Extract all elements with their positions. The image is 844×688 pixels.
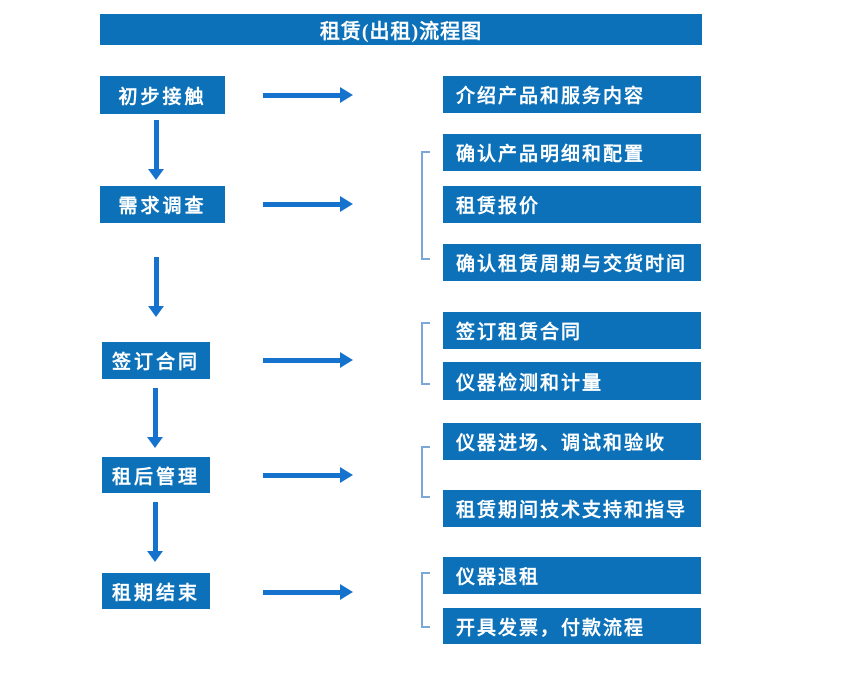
arrow-right-icon [263, 352, 353, 369]
detail-box-instrument-setup: 仪器进场、调试和验收 [443, 423, 701, 460]
step-box-rental-end: 租期结束 [102, 573, 210, 609]
group-bracket-icon [421, 572, 430, 628]
arrow-right-icon [263, 584, 353, 601]
detail-box-sign-rental-contract: 签订租赁合同 [443, 312, 701, 349]
detail-box-instrument-testing: 仪器检测和计量 [443, 362, 701, 400]
arrow-right-icon [263, 467, 353, 484]
arrow-right-icon [263, 196, 353, 213]
detail-box-invoice-payment: 开具发票，付款流程 [443, 608, 701, 644]
step-box-post-rental-management: 租后管理 [102, 457, 210, 493]
step-box-sign-contract: 签订合同 [102, 342, 210, 379]
detail-box-confirm-period-delivery: 确认租赁周期与交货时间 [443, 244, 701, 281]
step-box-demand-survey: 需求调查 [100, 186, 225, 223]
detail-box-instrument-return: 仪器退租 [443, 557, 701, 594]
detail-box-tech-support: 租赁期间技术支持和指导 [443, 490, 701, 527]
arrow-down-icon [148, 120, 165, 180]
detail-box-rental-quote: 租赁报价 [443, 186, 701, 223]
step-box-initial-contact: 初步接触 [100, 76, 225, 114]
arrow-down-icon [147, 502, 164, 562]
detail-box-confirm-product-config: 确认产品明细和配置 [443, 134, 701, 171]
group-bracket-icon [421, 151, 430, 260]
arrow-right-icon [263, 87, 353, 104]
detail-box-introduce-products: 介绍产品和服务内容 [443, 76, 701, 113]
group-bracket-icon [421, 322, 430, 385]
page-title: 租赁(出租)流程图 [100, 14, 702, 45]
arrow-down-icon [148, 257, 165, 317]
group-bracket-icon [421, 446, 430, 498]
arrow-down-icon [147, 388, 164, 448]
